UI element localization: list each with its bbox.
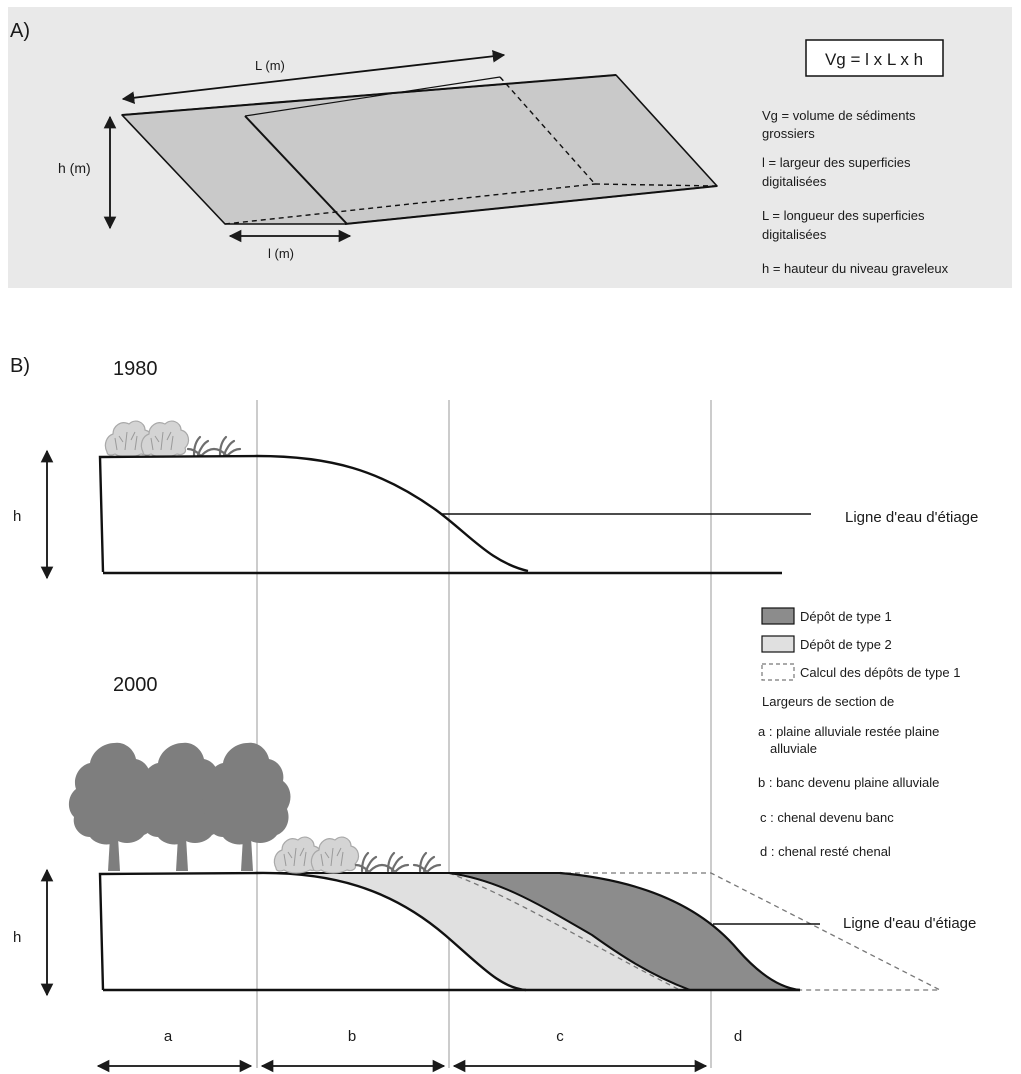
vegetation-1980	[104, 420, 242, 458]
section-label-a: a	[164, 1028, 173, 1045]
water-label-1980: Ligne d'eau d'étiage	[845, 509, 978, 526]
section-label-c: c	[556, 1028, 564, 1045]
legend-swatch-type2	[761, 635, 795, 653]
height-label-1980: h	[13, 508, 21, 525]
year-1980-label: 1980	[113, 358, 158, 380]
legend-type2: Dépôt de type 2	[800, 637, 892, 652]
legend-section-c: c : chenal devenu banc	[760, 810, 894, 825]
legend-calc: Calcul des dépôts de type 1	[800, 665, 960, 680]
slab-hidden-edge-2	[594, 183, 718, 187]
length-label: L (m)	[255, 58, 285, 73]
legend-section-d: d : chenal resté chenal	[760, 844, 891, 859]
shrubs-2000	[273, 836, 442, 874]
legend-swatch-type1	[761, 607, 795, 625]
panel-b: B) 1980 Ligne d'eau d'étiage h 2000	[10, 355, 978, 1073]
height-label-2000: h	[13, 929, 21, 946]
deposit-type1-calc-outline	[449, 872, 941, 991]
deposit-type2-edge	[448, 872, 691, 991]
water-label-2000: Ligne d'eau d'étiage	[843, 915, 976, 932]
formula-box	[805, 39, 944, 77]
section-label-d: d	[734, 1028, 742, 1045]
slab-front-edge	[344, 185, 718, 225]
section-label-b: b	[348, 1028, 356, 1045]
legend-type1: Dépôt de type 1	[800, 609, 892, 624]
length-arrow	[121, 50, 506, 104]
legend-vg: Vg = volume de sédiments grossiers	[762, 108, 919, 141]
panel-b-label: B)	[10, 355, 30, 377]
legend-l-large: L = longueur des superficies digitalisée…	[762, 208, 928, 242]
former-bank-dashed	[448, 872, 681, 991]
legend-section-a: a : plaine alluviale restée plaine alluv…	[758, 724, 943, 756]
panel-a-label: A)	[10, 20, 30, 42]
legend-swatch-calc	[761, 663, 795, 681]
slab-divider-line	[244, 115, 348, 225]
width-label: l (m)	[268, 246, 294, 261]
slab-hidden-edge-1	[499, 76, 596, 185]
legend-l-small: l = largeur des superficies digitalisées	[762, 155, 914, 189]
legend-section-b: b : banc devenu plaine alluviale	[758, 775, 939, 790]
panel-a: A) L (m) h (m) l (m) Vg = l x L x h Vg =…	[8, 7, 1012, 288]
formula-text: Vg = l x L x h	[825, 50, 923, 69]
deposit-type1-edge	[559, 871, 801, 992]
slab-hidden-edge-3	[224, 183, 596, 225]
height-label: h (m)	[58, 160, 91, 176]
year-2000-label: 2000	[113, 674, 158, 696]
profile-1980-ground	[98, 454, 529, 573]
legend-sections-title: Largeurs de section de	[762, 694, 894, 709]
legend-h: h = hauteur du niveau graveleux	[762, 261, 949, 276]
